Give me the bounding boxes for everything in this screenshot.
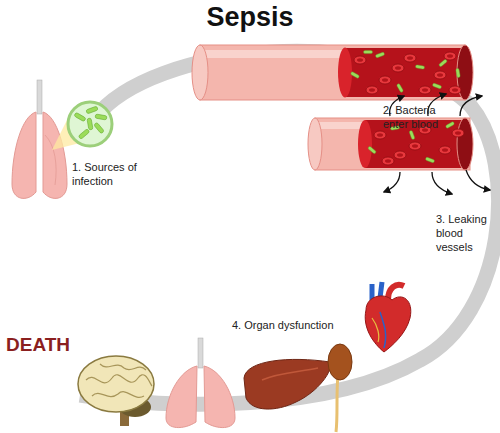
magnifier-circle [68,102,112,146]
red-blood-cell [409,142,421,150]
bacterium [375,52,385,58]
lung-lobe [204,366,235,428]
red-blood-cell [419,86,431,94]
red-blood-cell [394,151,406,159]
red-blood-cell [434,71,446,79]
red-blood-cell [382,157,394,165]
cerebrum [78,356,154,412]
bacterium [78,129,90,140]
bacterium [87,118,93,130]
leak-arrow [432,172,452,194]
bacterium [409,130,415,140]
vessel-opening [457,118,473,170]
vessel-cut [338,48,352,98]
brain [78,356,154,426]
liver-shine [262,368,318,380]
red-blood-cell [366,86,378,94]
red-blood-cell [392,64,404,72]
heart [365,282,411,352]
outcome-label: DEATH [6,332,96,357]
bacterium [74,112,86,121]
step-label: 4. Organ dysfunction [232,318,362,332]
bacterium [368,146,377,154]
vessel-cut [358,120,372,168]
coronary-vessel [372,318,379,342]
kidney [328,344,352,432]
bacteria-cluster [74,106,107,139]
bacterium [94,122,105,134]
blood-vessel [192,45,473,100]
lungs [166,338,235,428]
red-blood-cell [374,131,386,139]
step-label: 3. Leaking blood vessels [436,212,498,254]
brain-folds [86,364,152,397]
lung-lobe [43,112,67,198]
bacterium [456,68,461,77]
lung-lobe [166,366,197,428]
red-blood-cell [379,76,391,84]
ureter [336,375,338,432]
bacterium [415,65,424,70]
lung-fissure [45,135,56,185]
bacterium [432,83,442,89]
vessel-highlight [315,122,365,129]
bacterium [425,157,435,163]
vessel-cap [192,45,208,100]
red-blood-cell [452,129,464,137]
red-blood-cell [404,54,416,62]
leak-arrow [384,172,400,192]
bacterium [396,83,403,92]
leak-arrow [466,170,490,190]
liver [244,359,331,409]
lung-lobe [12,112,36,198]
red-blood-cell [444,52,456,60]
bacterium [350,71,359,78]
bacterium [95,114,107,120]
bacterium [439,59,448,67]
bacterium [445,121,454,128]
vessel-wall [200,45,465,100]
leak-arrows [384,94,490,194]
step-label: 2. Bacteria enter blood [383,103,463,131]
leak-arrow [460,96,482,116]
diagram-title: Sepsis [0,2,500,33]
red-blood-cell [354,56,366,64]
kidney-body [328,344,352,380]
vessel-cap [308,118,322,170]
bacterium [86,106,98,114]
red-blood-cell [439,146,451,154]
vessel-highlight [200,50,345,58]
blood-section [345,48,465,97]
bacterium [364,50,373,53]
trachea [37,80,42,114]
red-blood-cell [449,86,461,94]
step-label: 1. Sources of infection [72,160,150,188]
trachea [198,338,203,368]
heart-body [365,296,411,352]
cycle-band [80,51,499,404]
coronary-vessel [380,312,386,348]
